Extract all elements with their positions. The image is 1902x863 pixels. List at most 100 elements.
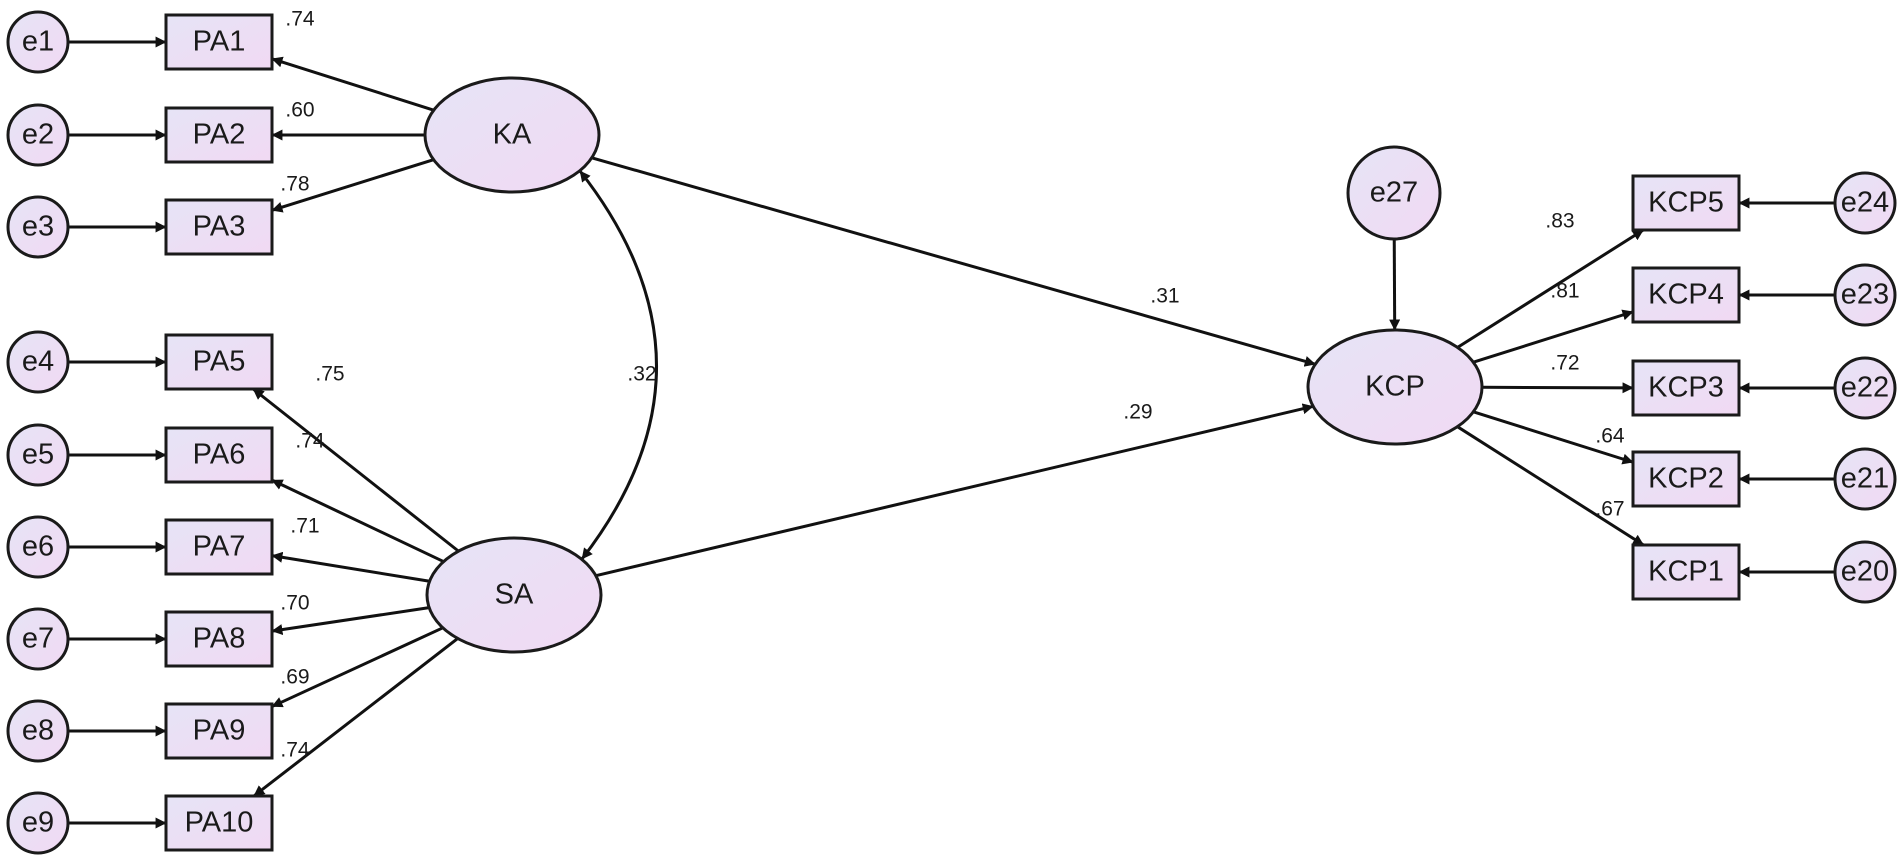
indicator-pa2: PA2 <box>164 106 274 164</box>
error-term-e8-label: e8 <box>22 715 54 747</box>
indicator-pa9: PA9 <box>164 702 274 760</box>
loading-arrow-pa8 <box>271 606 430 635</box>
indicator-pa8-label: PA8 <box>193 623 246 655</box>
error-term-e1-label: e1 <box>22 26 54 58</box>
loading-label-kcp1: .67 <box>1595 498 1624 521</box>
latent-sa: SA <box>425 536 603 654</box>
loading-label-kcp3: .72 <box>1550 352 1579 375</box>
latent-kcp: KCP <box>1306 328 1484 446</box>
error-term-e21-label: e21 <box>1841 463 1889 495</box>
indicator-kcp3: KCP3 <box>1631 359 1741 417</box>
indicator-kcp1-label: KCP1 <box>1648 556 1724 588</box>
indicator-pa6-label: PA6 <box>193 439 246 471</box>
error-term-e24-label: e24 <box>1841 187 1889 219</box>
error-term-e5: e5 <box>6 423 70 487</box>
indicator-pa3: PA3 <box>164 198 274 256</box>
loading-label-kcp5: .83 <box>1545 210 1574 233</box>
loading-arrow-kcp1 <box>1456 425 1645 547</box>
error-term-e4: e4 <box>6 330 70 394</box>
loading-arrow-pa9 <box>271 626 444 708</box>
error-term-e6-label: e6 <box>22 531 54 563</box>
error-term-e2-label: e2 <box>22 119 54 151</box>
error-term-e3: e3 <box>6 195 70 259</box>
error-term-e27-label: e27 <box>1370 177 1418 209</box>
loading-arrow-pa6 <box>271 478 445 563</box>
labels-layer: .74 .60 .78 .75 .74 .71 .70 .69 .74 .83 .81 .72 .64.… <box>280 8 1625 762</box>
loading-label-pa2: .60 <box>285 99 314 122</box>
indicator-pa6: PA6 <box>164 426 274 484</box>
loading-arrow-kcp3 <box>1481 382 1634 394</box>
loading-arrow-kcp4 <box>1472 309 1634 364</box>
indicator-pa7: PA7 <box>164 518 274 576</box>
error-term-e9-label: e9 <box>22 807 54 839</box>
path-label-ka-kcp: .31 <box>1150 285 1179 308</box>
indicator-pa1: PA1 <box>164 13 274 71</box>
indicator-pa2-label: PA2 <box>193 119 246 151</box>
covariance-arc-ka-sa <box>578 170 658 560</box>
covariance-label: .32 <box>627 363 656 386</box>
loading-label-pa10: .74 <box>280 739 310 762</box>
loading-arrow-pa10 <box>253 637 459 798</box>
edges-layer <box>68 36 1835 829</box>
error-term-e20-label: e20 <box>1841 556 1889 588</box>
error-term-e21: e21 <box>1833 447 1897 511</box>
indicator-pa9-label: PA9 <box>193 715 246 747</box>
loading-label-kcp4: .81 <box>1550 280 1579 303</box>
indicator-kcp3-label: KCP3 <box>1648 372 1724 404</box>
indicator-pa3-label: PA3 <box>193 211 246 243</box>
indicator-pa5-label: PA5 <box>193 346 246 378</box>
loading-label-pa6: .74 <box>295 430 325 453</box>
path-arrow-ka-kcp <box>591 156 1316 367</box>
error-term-e5-label: e5 <box>22 439 54 471</box>
loading-label-pa1: .74 <box>285 8 315 31</box>
indicator-kcp2-label: KCP2 <box>1648 463 1724 495</box>
error-term-e2: e2 <box>6 103 70 167</box>
error-term-e8: e8 <box>6 699 70 763</box>
indicator-pa5: PA5 <box>164 333 274 391</box>
loading-label-pa7: .71 <box>290 515 319 538</box>
loading-arrow-pa7 <box>271 551 430 583</box>
latent-ka: KA <box>423 76 601 194</box>
indicator-pa7-label: PA7 <box>193 531 246 563</box>
path-arrow-sa-kcp <box>595 403 1314 578</box>
error-term-e22: e22 <box>1833 356 1897 420</box>
indicator-kcp4: KCP4 <box>1631 266 1741 324</box>
indicator-kcp5-label: KCP5 <box>1648 187 1724 219</box>
latent-kcp-label: KCP <box>1365 371 1425 403</box>
loading-arrow-pa1 <box>271 56 435 112</box>
loading-arrow-pa5 <box>252 387 460 553</box>
error-term-e23: e23 <box>1833 263 1897 327</box>
indicator-kcp4-label: KCP4 <box>1648 279 1724 311</box>
error-term-e23-label: e23 <box>1841 279 1889 311</box>
indicator-kcp1: KCP1 <box>1631 543 1741 601</box>
error-term-e7-label: e7 <box>22 623 54 655</box>
error-term-e4-label: e4 <box>22 346 54 378</box>
indicator-kcp5: KCP5 <box>1631 174 1741 232</box>
loading-label-pa8: .70 <box>280 592 309 615</box>
error-term-e3-label: e3 <box>22 211 54 243</box>
error-term-e22-label: e22 <box>1841 372 1889 404</box>
latent-ka-label: KA <box>493 119 532 151</box>
latent-sa-label: SA <box>495 579 534 611</box>
error-term-e7: e7 <box>6 607 70 671</box>
loading-arrow-pa3 <box>271 158 434 213</box>
indicator-kcp2: KCP2 <box>1631 450 1741 508</box>
loading-arrow-kcp2 <box>1472 410 1634 465</box>
error-term-e9: e9 <box>6 791 70 855</box>
error-term-e27: e27 <box>1346 145 1442 241</box>
error-term-e24: e24 <box>1833 171 1897 235</box>
indicator-pa10-label: PA10 <box>185 807 254 839</box>
loading-label-pa5: .75 <box>315 363 344 386</box>
loading-label-kcp2: .64 <box>1595 425 1625 448</box>
indicator-pa10: PA10 <box>164 794 274 852</box>
indicator-pa1-label: PA1 <box>193 26 246 58</box>
error-term-e6: e6 <box>6 515 70 579</box>
loading-arrow-kcp5 <box>1456 228 1645 349</box>
path-label-sa-kcp: .29 <box>1123 401 1152 424</box>
indicator-pa8: PA8 <box>164 610 274 668</box>
loading-label-pa9: .69 <box>280 666 309 689</box>
error-term-e1: e1 <box>6 10 70 74</box>
loading-label-pa3: .78 <box>280 173 309 196</box>
